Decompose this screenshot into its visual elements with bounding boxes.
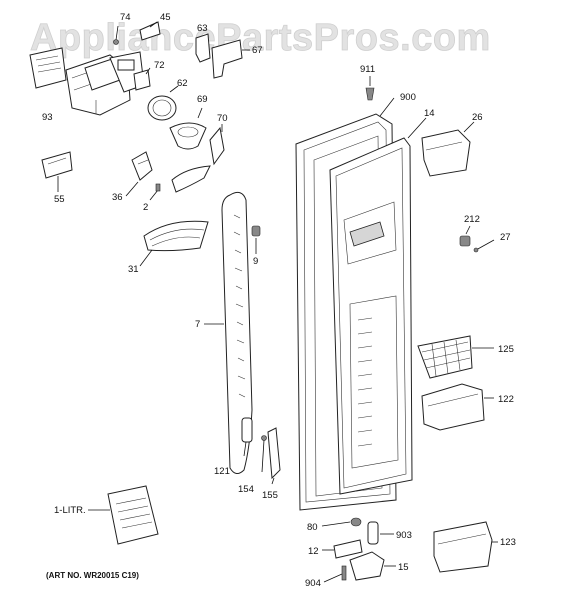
ring-part-62[interactable] — [147, 85, 179, 121]
shelf-part-31[interactable] — [139, 220, 209, 267]
callout-2: 2 — [143, 202, 148, 213]
callout-7: 7 — [195, 319, 200, 330]
screw-part-27[interactable] — [473, 239, 495, 253]
callout-74: 74 — [120, 12, 131, 23]
bracket-part-45[interactable] — [139, 21, 161, 41]
cap-part-911[interactable] — [365, 76, 375, 101]
callout-62: 62 — [177, 78, 188, 89]
part-121[interactable] — [241, 417, 253, 457]
module-part-55[interactable] — [41, 151, 73, 192]
callout-31: 31 — [128, 264, 139, 275]
part-36[interactable] — [125, 151, 153, 197]
watermark: AppliancePartsPros.com — [30, 17, 491, 59]
bracket-part-63[interactable] — [195, 33, 211, 63]
part-903[interactable] — [367, 521, 394, 545]
callout-12: 12 — [308, 546, 319, 557]
callout-154: 154 — [238, 484, 254, 495]
screw-part-2[interactable] — [149, 183, 161, 201]
callout-72: 72 — [154, 60, 165, 71]
callout-67: 67 — [252, 45, 263, 56]
screw-part-904[interactable] — [323, 565, 347, 583]
part-212[interactable] — [459, 225, 471, 247]
callout-63: 63 — [197, 23, 208, 34]
switch-bracket-part-67[interactable] — [211, 39, 250, 79]
callout-14: 14 — [424, 108, 435, 119]
callout-125: 125 — [498, 344, 514, 355]
callout-70: 70 — [217, 113, 228, 124]
part-15[interactable] — [349, 551, 396, 581]
callout-903: 903 — [396, 530, 412, 541]
funnel-part-69[interactable] — [169, 107, 207, 150]
callout-27: 27 — [500, 232, 511, 243]
callout-36: 36 — [112, 192, 123, 203]
bin-part-122[interactable] — [421, 383, 494, 431]
callout-45: 45 — [160, 12, 171, 23]
callout-1-litr: 1-LITR. — [54, 505, 86, 516]
callout-155: 155 — [262, 490, 278, 501]
callout-69: 69 — [197, 94, 208, 105]
callout-26: 26 — [472, 112, 483, 123]
bracket-part-155[interactable] — [267, 427, 281, 485]
callout-911: 911 — [360, 64, 375, 75]
part-9[interactable] — [251, 225, 261, 254]
bin-part-123[interactable] — [433, 521, 498, 573]
door-liner-part-14[interactable] — [329, 117, 427, 495]
door-handle-part-7[interactable] — [204, 191, 253, 474]
callout-212: 212 — [464, 214, 480, 225]
callout-80: 80 — [307, 522, 318, 533]
part-80[interactable] — [321, 517, 362, 527]
dispenser-housing-part-93[interactable] — [29, 47, 145, 116]
callout-123: 123 — [500, 537, 516, 548]
part-154[interactable] — [261, 435, 267, 473]
art-number: (ART NO. WR20015 C19) — [46, 571, 139, 580]
wire-shelf-part-125[interactable] — [417, 335, 494, 379]
callout-9: 9 — [253, 256, 258, 267]
callout-15: 15 — [398, 562, 409, 573]
callout-900: 900 — [400, 92, 416, 103]
chute-part-70[interactable] — [171, 124, 225, 193]
callout-93: 93 — [42, 112, 53, 123]
owners-manual-part-1-litr[interactable] — [88, 485, 159, 545]
door-bin-part-26[interactable] — [421, 121, 475, 177]
callout-904: 904 — [305, 578, 321, 589]
callout-122: 122 — [498, 394, 514, 405]
callout-55: 55 — [54, 194, 65, 205]
liner-ribs — [349, 295, 399, 469]
callout-121: 121 — [214, 466, 230, 477]
screw-part-74[interactable] — [113, 25, 119, 45]
part-12[interactable] — [322, 539, 363, 559]
part-72[interactable] — [133, 67, 151, 91]
